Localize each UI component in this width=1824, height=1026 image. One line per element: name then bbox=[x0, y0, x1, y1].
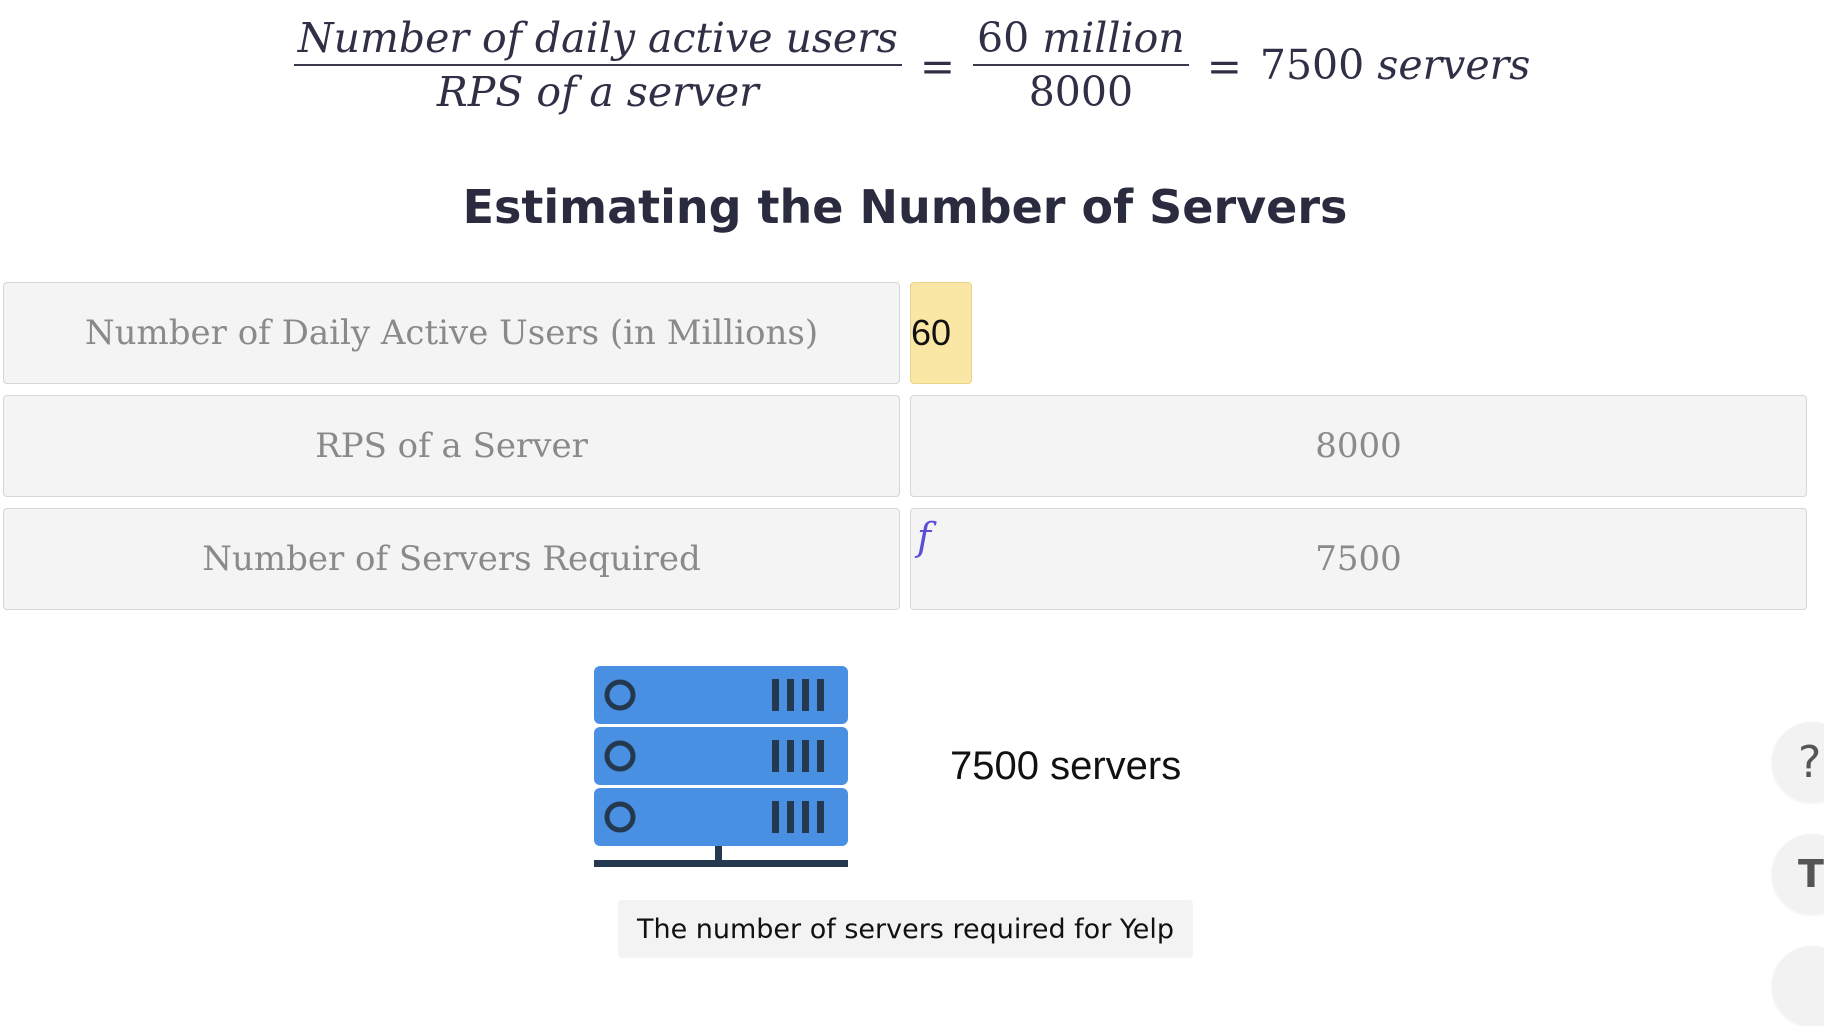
server-unit bbox=[594, 666, 848, 724]
floating-button[interactable] bbox=[1772, 946, 1824, 1026]
servers-required-label: Number of Servers Required bbox=[3, 508, 900, 610]
formula-denominator-value: 8000 bbox=[1028, 68, 1134, 116]
formula-numerator-number: 60 bbox=[977, 14, 1030, 62]
help-icon: ? bbox=[1798, 736, 1822, 788]
formula-result: 7500 servers bbox=[1260, 41, 1530, 89]
formula-function-icon: f bbox=[917, 515, 932, 559]
formula-numerator-label: Number of daily active users bbox=[293, 12, 902, 66]
formula-denominator-label: RPS of a server bbox=[436, 68, 759, 116]
server-rack-icon bbox=[594, 666, 848, 867]
server-unit bbox=[594, 788, 848, 846]
table-row: Number of Daily Active Users (in Million… bbox=[3, 282, 1811, 384]
servers-required-value-cell: f 7500 bbox=[910, 508, 1807, 610]
server-stand bbox=[715, 846, 722, 862]
formula-fraction-values: 60 million 8000 bbox=[973, 12, 1189, 118]
rps-value: 8000 bbox=[910, 395, 1807, 497]
dau-label: Number of Daily Active Users (in Million… bbox=[3, 282, 900, 384]
formula: Number of daily active users RPS of a se… bbox=[0, 0, 1824, 130]
table-row: RPS of a Server 8000 bbox=[3, 395, 1811, 497]
formula-numerator-unit: million bbox=[1042, 14, 1185, 62]
server-base bbox=[594, 860, 848, 867]
help-button[interactable]: ? bbox=[1772, 722, 1824, 802]
text-size-button[interactable]: Tт bbox=[1772, 834, 1824, 914]
servers-required-value: 7500 bbox=[1315, 539, 1402, 579]
figure-caption: The number of servers required for Yelp bbox=[618, 900, 1193, 958]
section-title: Estimating the Number of Servers bbox=[462, 180, 1348, 234]
dau-input[interactable]: 60 bbox=[910, 282, 973, 384]
rps-label: RPS of a Server bbox=[3, 395, 900, 497]
estimation-table: Number of Daily Active Users (in Million… bbox=[3, 282, 1811, 621]
formula-fraction-users-over-rps: Number of daily active users RPS of a se… bbox=[293, 12, 902, 118]
table-row: Number of Servers Required f 7500 bbox=[3, 508, 1811, 610]
formula-numerator-value: 60 million bbox=[973, 12, 1189, 66]
formula-result-value: 7500 bbox=[1259, 41, 1365, 89]
text-size-icon: Tт bbox=[1798, 852, 1824, 896]
formula-denominator-value-wrap: 8000 bbox=[1025, 66, 1137, 118]
formula-equals: = bbox=[919, 41, 956, 91]
server-unit bbox=[594, 727, 848, 785]
formula-result-unit: servers bbox=[1377, 41, 1531, 89]
formula-equals-2: = bbox=[1206, 41, 1242, 91]
server-count-caption: 7500 servers bbox=[950, 744, 1182, 788]
